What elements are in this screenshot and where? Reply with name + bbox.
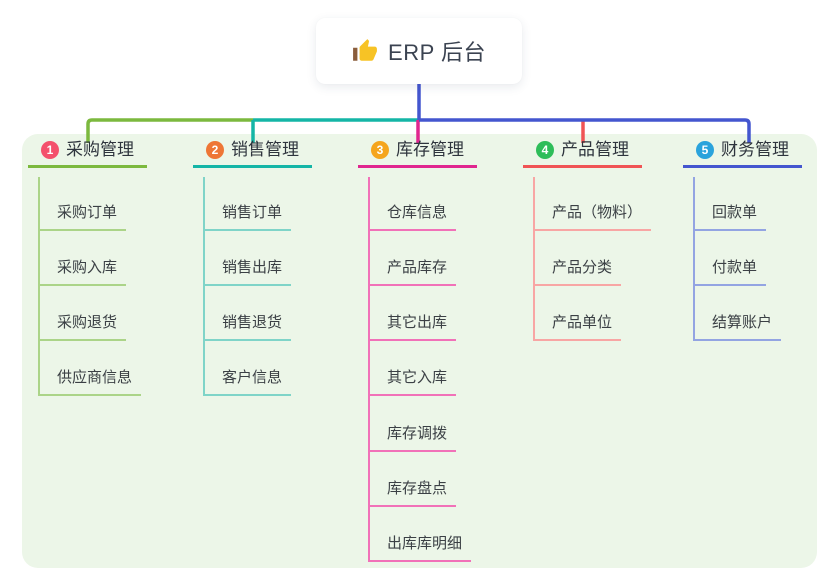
branch-5-child-node[interactable]: 回款单 <box>693 202 767 231</box>
branch-4-child-node[interactable]: 产品单位 <box>533 312 622 341</box>
branch-1-title[interactable]: 1 采购管理 <box>28 140 147 168</box>
root-node-erp[interactable]: ERP 后台 <box>316 18 522 84</box>
branch-1-label: 采购管理 <box>66 140 134 159</box>
branch-3-child-node[interactable]: 其它出库 <box>368 312 457 341</box>
branch-5-label: 财务管理 <box>721 140 789 159</box>
thumbs-up-icon <box>352 38 378 64</box>
branch-1-child-connector <box>38 177 40 396</box>
branch-3-child-node[interactable]: 其它入库 <box>368 367 457 396</box>
branch-4-title[interactable]: 4 产品管理 <box>523 140 642 168</box>
branch-3-number-badge: 3 <box>371 141 389 159</box>
branch-5-child-node[interactable]: 结算账户 <box>693 312 782 341</box>
branch-5-child-node[interactable]: 付款单 <box>693 257 767 286</box>
branch-2-child-node[interactable]: 销售退货 <box>203 312 292 341</box>
branch-2-child-node[interactable]: 销售出库 <box>203 257 292 286</box>
branch-2-child-node[interactable]: 销售订单 <box>203 202 292 231</box>
branch-1-number-badge: 1 <box>41 141 59 159</box>
branch-2-child-connector <box>203 177 205 396</box>
branch-1-child-node[interactable]: 采购退货 <box>38 312 127 341</box>
branch-3-label: 库存管理 <box>396 140 464 159</box>
branch-2-title[interactable]: 2 销售管理 <box>193 140 312 168</box>
branch-1-child-node[interactable]: 采购订单 <box>38 202 127 231</box>
branch-1-child-node[interactable]: 供应商信息 <box>38 367 142 396</box>
branch-3-child-node[interactable]: 库存盘点 <box>368 478 457 507</box>
branch-3-child-connector <box>368 177 370 562</box>
branch-2-label: 销售管理 <box>231 140 299 159</box>
branch-2-number-badge: 2 <box>206 141 224 159</box>
branch-5-title[interactable]: 5 财务管理 <box>683 140 802 168</box>
branch-1-child-node[interactable]: 采购入库 <box>38 257 127 286</box>
branch-4-child-connector <box>533 177 535 341</box>
branch-3-title[interactable]: 3 库存管理 <box>358 140 477 168</box>
branch-3-child-node[interactable]: 产品库存 <box>368 257 457 286</box>
branch-5-child-connector <box>693 177 695 341</box>
branch-3-child-node[interactable]: 仓库信息 <box>368 202 457 231</box>
branch-4-child-node[interactable]: 产品分类 <box>533 257 622 286</box>
branch-4-child-node[interactable]: 产品（物料） <box>533 202 652 231</box>
branch-3-child-node[interactable]: 库存调拨 <box>368 423 457 452</box>
branch-3-child-node[interactable]: 出库库明细 <box>368 533 472 562</box>
branch-5-number-badge: 5 <box>696 141 714 159</box>
root-node-label: ERP 后台 <box>388 40 486 65</box>
branch-2-child-node[interactable]: 客户信息 <box>203 367 292 396</box>
branch-4-number-badge: 4 <box>536 141 554 159</box>
branch-4-label: 产品管理 <box>561 140 629 159</box>
branches-panel <box>22 134 817 568</box>
